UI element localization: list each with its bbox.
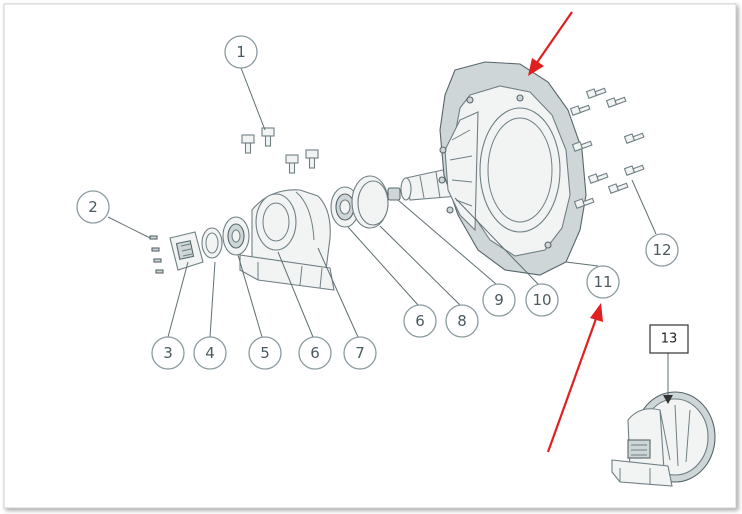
seal-ring-4 [201, 227, 223, 259]
callout-11: 11 [586, 265, 620, 299]
callout-13-box: 13 [649, 324, 689, 354]
callout-4-label: 4 [205, 344, 215, 362]
callout-1: 1 [224, 35, 258, 69]
assembled-unit-13 [611, 391, 716, 487]
callout-9: 9 [482, 283, 516, 317]
callout-12: 12 [645, 233, 679, 267]
callout-2: 2 [76, 190, 110, 224]
callout-6-right-label: 6 [415, 312, 425, 330]
callout-4: 4 [193, 336, 227, 370]
callout-9-label: 9 [494, 291, 504, 309]
bolts-group-12 [569, 87, 645, 209]
callout-5: 5 [248, 336, 282, 370]
callout-10-label: 10 [532, 291, 551, 309]
end-cap-3 [169, 231, 204, 271]
pillow-housing-7 [239, 189, 335, 291]
callout-6-left-label: 6 [310, 344, 320, 362]
sprocket-11 [438, 61, 587, 276]
callout-8: 8 [445, 304, 479, 338]
page-card [3, 3, 737, 509]
callout-7: 7 [343, 336, 377, 370]
leader-lines [107, 67, 673, 404]
callout-6-right: 6 [403, 304, 437, 338]
bearing-5 [222, 216, 250, 256]
bushing-9 [387, 187, 401, 201]
red-arrow-bottom [546, 303, 603, 453]
callout-1-label: 1 [236, 43, 246, 61]
callout-13-label: 13 [661, 332, 678, 347]
callout-3-label: 3 [163, 344, 173, 362]
callout-2-label: 2 [88, 198, 98, 216]
callout-5-label: 5 [260, 344, 270, 362]
callout-10: 10 [525, 283, 559, 317]
ring-8 [351, 175, 389, 229]
red-arrow-top [528, 11, 573, 76]
callout-7-label: 7 [355, 344, 365, 362]
callout-6-left: 6 [298, 336, 332, 370]
bolts-group-1 [241, 127, 319, 174]
callout-8-label: 8 [457, 312, 467, 330]
callout-3: 3 [151, 336, 185, 370]
callout-11-label: 11 [593, 273, 612, 291]
callout-12-label: 12 [652, 241, 671, 259]
